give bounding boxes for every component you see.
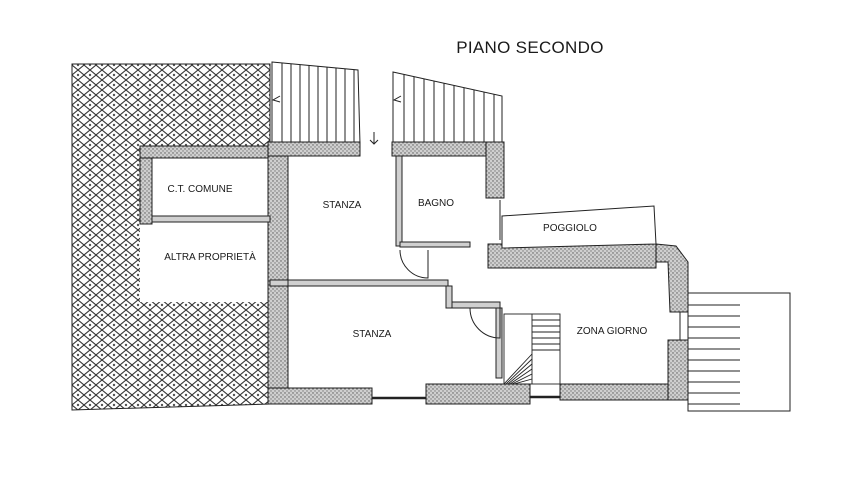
stair-tread	[505, 358, 533, 385]
room-label-altra-proprieta: ALTRA PROPRIETÀ	[164, 250, 256, 263]
top-stair	[271, 61, 503, 145]
walls	[139, 141, 689, 405]
side-rooms-area	[140, 150, 270, 302]
room-label-stanza-1: STANZA	[323, 200, 362, 211]
poggiolo-outline	[501, 205, 657, 249]
inner-walls	[151, 155, 503, 379]
stair-tread	[511, 373, 533, 385]
stair-tread	[503, 353, 533, 385]
room-label-bagno: BAGNO	[418, 198, 454, 209]
stair-tread	[509, 368, 533, 385]
stair-tread	[513, 378, 533, 385]
room-label-ct-comune: C.T. COMUNE	[168, 184, 233, 195]
external-stair	[687, 292, 791, 412]
plan-title: PIANO SECONDO	[456, 38, 603, 57]
room-label-poggiolo: POGGIOLO	[543, 223, 597, 234]
internal-stair	[503, 313, 561, 385]
stair-tread	[507, 363, 533, 385]
room-label-zona-giorno: ZONA GIORNO	[577, 326, 648, 337]
doors	[372, 200, 681, 400]
room-label-stanza-2: STANZA	[353, 329, 392, 340]
